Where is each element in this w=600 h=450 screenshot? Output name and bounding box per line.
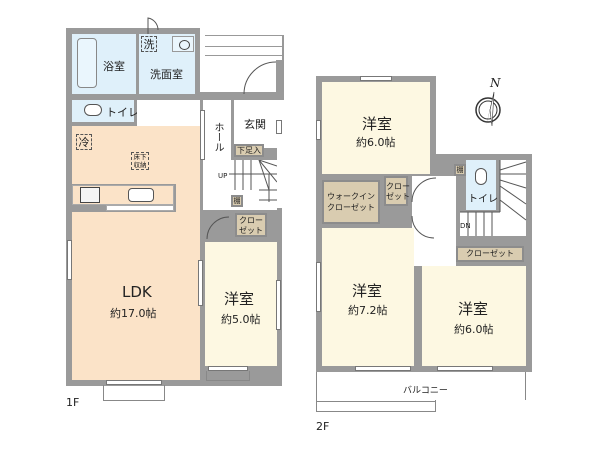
toilet-2f-label: トイレ <box>468 194 498 205</box>
room-entrance <box>234 100 277 148</box>
stairs-2f-lines <box>460 160 527 236</box>
stairs-1f-direction: UP <box>218 172 228 180</box>
room-ldk <box>72 126 200 380</box>
western-2f-se-label: 洋室 <box>458 300 489 318</box>
walk-in-closet: ウォークイン クローゼット <box>322 180 380 224</box>
western-2f-se-area: 約6.0帖 <box>454 323 494 336</box>
stove-icon <box>80 187 100 203</box>
north-arrow-icon: N <box>468 76 508 130</box>
hall-2f <box>412 176 456 266</box>
porch-step-lines <box>205 35 283 47</box>
entrance-door-swing <box>243 61 277 95</box>
ldk-area: 約17.0帖 <box>110 307 157 320</box>
underfloor-storage-mark: 床下 収納 <box>131 152 149 170</box>
room-western-2f-north <box>322 82 430 174</box>
toilet-1f-label: トイレ <box>106 106 139 119</box>
entrance-label: 玄関 <box>244 118 266 131</box>
floor-2f-plan: 洋室 約6.0帖 ウォークイン クローゼット クロー ゼット 棚 トイレ DN … <box>300 0 600 450</box>
room-hall <box>203 100 231 210</box>
bathtub-icon <box>77 38 97 88</box>
shelf-1f: 棚 <box>231 195 243 207</box>
shelf-2f: 棚 <box>454 164 466 176</box>
balcony-label: バルコニー <box>403 386 448 396</box>
floor-1f-plan: 浴室 洗 洗面室 トイレ 冷 床下 収納 LDK 約17.0帖 ホール 玄関 下… <box>66 17 284 409</box>
balcony <box>316 372 526 402</box>
ldk-window-south <box>106 380 162 385</box>
floor-label-1f: 1F <box>66 396 80 409</box>
western-2f-north-label: 洋室 <box>362 115 393 133</box>
ldk-window-east <box>198 260 203 306</box>
bath-label: 浴室 <box>103 60 125 73</box>
closet-2f-small: クロー ゼット <box>384 176 410 206</box>
washer-mark: 洗 <box>141 36 157 52</box>
western-2f-sw-area: 約7.2帖 <box>348 304 388 317</box>
stairs-2f-direction: DN <box>460 222 471 230</box>
western-1f-door-swing <box>206 216 230 240</box>
room-western-1f <box>205 242 277 366</box>
sink-kitchen-icon <box>128 188 154 202</box>
western-2f-north-area: 約6.0帖 <box>356 136 396 149</box>
washroom-door-swing <box>147 17 159 34</box>
compass-label: N <box>490 76 501 90</box>
closet-2f-east: クローゼット <box>456 246 524 262</box>
sink-icon <box>172 36 194 52</box>
western-1f-label: 洋室 <box>224 290 255 308</box>
western-1f-area: 約5.0帖 <box>221 313 261 326</box>
fridge-mark: 冷 <box>76 134 92 150</box>
toilet-2f-icon <box>475 168 487 185</box>
room-western-2f-sw <box>322 228 414 366</box>
hall-label: ホール <box>212 122 223 152</box>
washroom-label: 洗面室 <box>150 68 183 81</box>
hall-2f-door-swings <box>411 177 437 239</box>
toilet-icon <box>84 104 102 116</box>
closet-1f: クロー ゼット <box>235 213 267 237</box>
western-2f-sw-label: 洋室 <box>352 282 383 300</box>
stairs-1f-lines <box>229 160 277 202</box>
floor-label-2f: 2F <box>316 420 330 433</box>
ldk-window-west <box>67 240 72 280</box>
ldk-label: LDK <box>122 283 152 301</box>
room-western-2f-se <box>422 266 526 366</box>
shoe-box: 下足入 <box>234 144 264 157</box>
